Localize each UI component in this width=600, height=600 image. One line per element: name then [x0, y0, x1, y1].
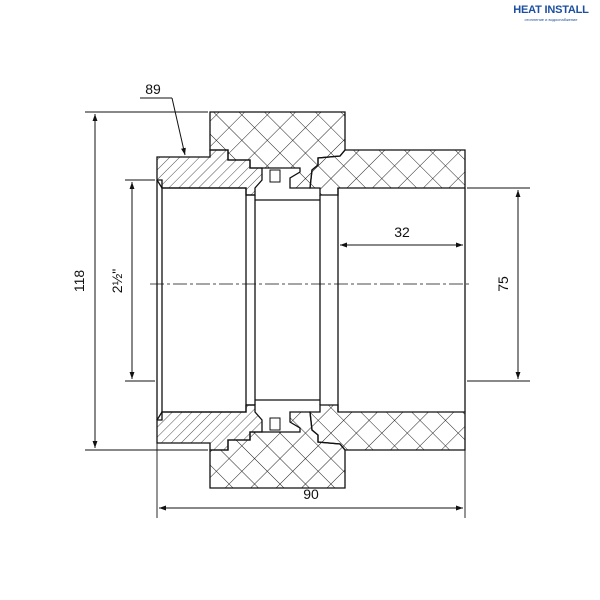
pipe-body-section [309, 149, 466, 451]
logo-title: HEAT INSTALL [513, 4, 589, 16]
dim-label-socket-diameter: 75 [495, 276, 511, 292]
union-nut-section [209, 111, 346, 489]
dimension-overall-length: 90 [156, 415, 466, 518]
dimension-overall-height: 118 [71, 111, 208, 451]
dim-label-item-number: 89 [145, 81, 161, 97]
logo-subtitle: отопление и водоснабжение [524, 17, 578, 22]
dim-label-socket-depth: 32 [394, 224, 410, 240]
inner-bore [156, 179, 466, 421]
dim-label-overall-height: 118 [71, 270, 87, 293]
dim-label-thread-size: 2½" [109, 269, 125, 293]
dimension-socket-depth: 32 [340, 224, 463, 248]
leader-item-number: 89 [140, 81, 186, 156]
threaded-insert-section [156, 149, 281, 451]
dim-label-overall-length: 90 [303, 486, 319, 502]
dimension-socket-diameter: 75 [467, 187, 530, 382]
heat-install-logo: HEAT INSTALL отопление и водоснабжение [508, 4, 594, 22]
dimension-thread-size: 2½" [109, 179, 155, 382]
